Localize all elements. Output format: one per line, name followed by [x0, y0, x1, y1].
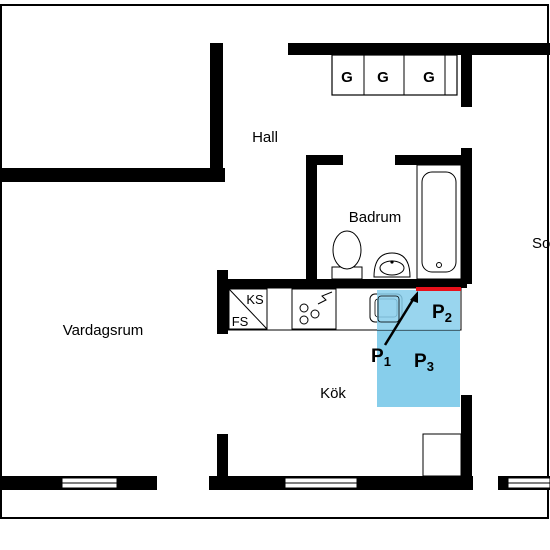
room-label-kok: Kök — [320, 385, 346, 402]
windows — [61, 477, 550, 489]
room-label-vardagsrum: Vardagsrum — [63, 322, 144, 339]
freezer-label: FS — [232, 314, 249, 329]
appliance-box — [422, 433, 462, 477]
bathtub — [416, 164, 462, 280]
wardrobe-outline — [331, 54, 458, 96]
cabinet-label: G — [377, 69, 389, 86]
cabinet-label: G — [341, 69, 353, 86]
highlight-counter — [377, 290, 460, 330]
room-label-badrum: Badrum — [349, 209, 402, 226]
frame-border — [0, 4, 549, 519]
room-label-hall: Hall — [252, 129, 278, 146]
wall-sovrum-left-lower — [461, 395, 472, 477]
wall-kitchen-left-lower — [217, 434, 228, 477]
wall-bath-top-right — [395, 155, 467, 165]
wall-top-right — [288, 43, 550, 55]
point-label-p1: P1 — [371, 346, 391, 369]
room-label-sovrum: So — [532, 235, 550, 252]
wall-living-top — [0, 168, 225, 182]
toilet — [331, 230, 363, 280]
washbasin — [373, 252, 411, 278]
wall-kitchen-top — [217, 279, 467, 288]
wall-bath-top-left — [306, 155, 343, 165]
red-marker — [416, 287, 461, 291]
stove — [291, 288, 337, 330]
walls — [0, 43, 550, 490]
point-label-p2: P2 — [432, 302, 452, 325]
wall-sovrum-left-upper — [461, 55, 472, 107]
wall-sovrum-left-mid — [461, 148, 472, 284]
arrow — [383, 291, 418, 346]
wall-bath-left — [306, 155, 317, 285]
wall-kitchen-left-upper — [217, 270, 228, 334]
cabinet-label: G — [423, 69, 435, 86]
wardrobe: G G G — [331, 54, 458, 96]
fridge-label: KS — [246, 292, 264, 307]
wall-hall-left — [210, 43, 223, 182]
point-label-p3: P3 — [414, 351, 434, 374]
